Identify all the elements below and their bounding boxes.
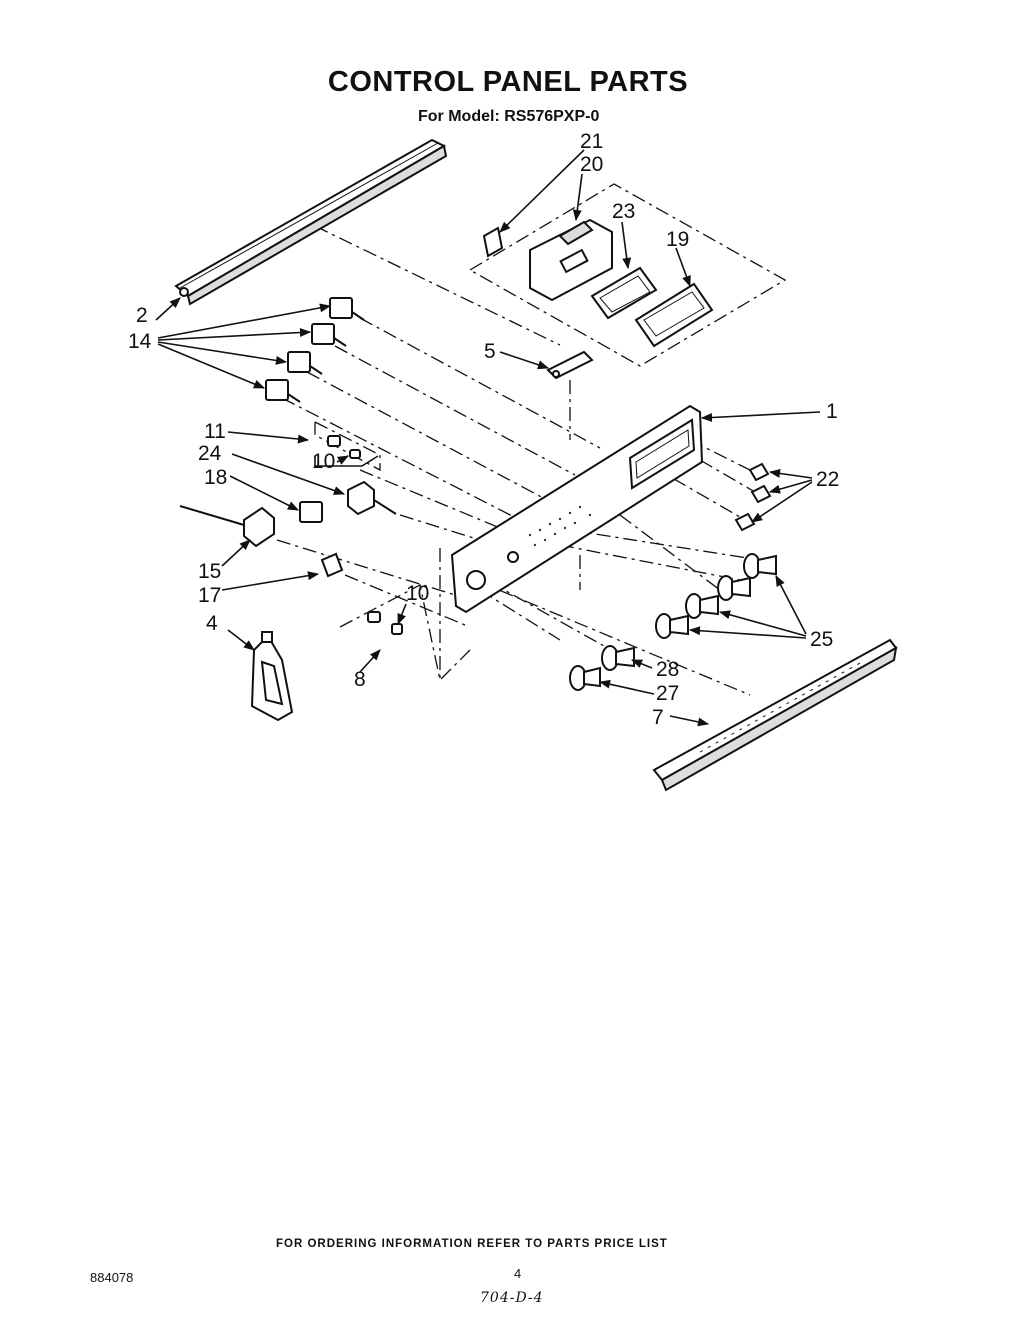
- callout-7: 7: [652, 706, 664, 729]
- callout-5: 5: [484, 340, 496, 363]
- ordering-info-footer: FOR ORDERING INFORMATION REFER TO PARTS …: [276, 1238, 668, 1250]
- callout-15: 15: [198, 560, 221, 583]
- callout-brackets: [314, 455, 379, 467]
- model-subtitle: For Model: RS576PXP-0: [418, 108, 600, 125]
- leader-lines: [155, 149, 821, 727]
- control-panel: [450, 404, 704, 614]
- page-title-text: CONTROL PANEL PARTS: [327, 66, 689, 98]
- top-trim-strip: [174, 138, 448, 306]
- callout-18: 18: [204, 466, 227, 489]
- knobs: [569, 553, 777, 691]
- bottom-trim-strip: [652, 638, 898, 792]
- infinite-switches: [265, 297, 365, 403]
- callout-20: 20: [580, 153, 603, 176]
- panel-bracket: [546, 350, 594, 380]
- callout-19: 19: [666, 228, 689, 251]
- callout-1: 1: [826, 400, 838, 423]
- knob-rings: [734, 462, 772, 532]
- callout-25: 25: [810, 628, 833, 651]
- clock-module: [529, 218, 613, 302]
- callout-27: 27: [656, 682, 679, 705]
- callout-2: 2: [136, 304, 148, 327]
- clock-bracket: [482, 226, 504, 258]
- callout-14: 14: [128, 330, 152, 353]
- callout-labels: 1 2 4 5 7 8 10 10 11 14 15 17 18 19 20 2…: [128, 130, 839, 729]
- handwritten-note: 704-D-4: [480, 1290, 544, 1306]
- end-cap: [250, 631, 294, 722]
- callout-10-upper: 10: [312, 450, 335, 473]
- callout-22: 22: [816, 468, 839, 491]
- document-number: 884078: [90, 1270, 134, 1285]
- callout-10-lower: 10: [406, 582, 429, 605]
- callout-4: 4: [206, 612, 218, 635]
- callout-28: 28: [656, 658, 679, 681]
- callout-21: 21: [580, 130, 603, 153]
- callout-17: 17: [198, 584, 221, 607]
- assembly-guide-lines: [276, 225, 761, 696]
- display-lens: [590, 266, 658, 320]
- callout-11: 11: [204, 420, 226, 443]
- page-number: 4: [514, 1266, 522, 1281]
- clock-assembly-box: [314, 183, 787, 682]
- callout-23: 23: [612, 200, 635, 223]
- callout-24: 24: [198, 442, 222, 465]
- page-title: CONTROL PANEL PARTS: [0, 66, 1036, 99]
- small-switch-parts: [179, 435, 403, 635]
- lens-gasket: [634, 282, 714, 348]
- callout-8: 8: [354, 668, 366, 691]
